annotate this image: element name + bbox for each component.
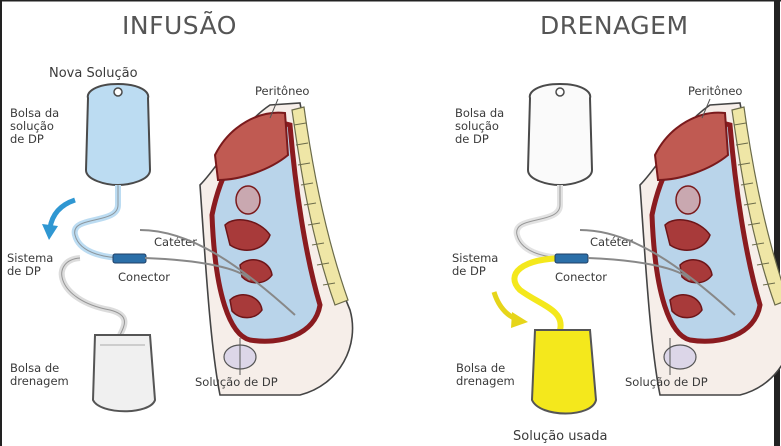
drainage-bag-full-icon (532, 330, 596, 414)
connector-icon (113, 254, 146, 263)
catheter-label-right: Catéter (590, 235, 633, 249)
drainage-bag-label: Bolsa de drenagem (10, 361, 69, 388)
infusion-title: INFUSÃO (122, 10, 237, 40)
dp-solution-label: Solução de DP (195, 375, 278, 389)
new-solution-label: Nova Solução (49, 66, 138, 81)
drainage-bag-label-right: Bolsa de drenagem (456, 361, 515, 388)
used-solution-label: Solução usada (513, 429, 607, 444)
connector-label-right: Conector (555, 270, 607, 284)
connector-icon-right (555, 254, 588, 263)
peritoneum-label-right: Peritôneo (688, 84, 742, 98)
infusion-panel: INFUSÃO Nova Solução Bolsa da solução de… (7, 10, 353, 411)
solution-bag-label-right: Bolsa da solução de DP (455, 106, 508, 146)
infusion-arrow-icon (50, 200, 75, 228)
system-label-line2: de DP (7, 264, 41, 278)
solution-bag-icon (86, 84, 150, 185)
peritoneum-label: Peritôneo (255, 84, 309, 98)
drainage-title: DRENAGEM (540, 11, 689, 40)
solution-bag-label: Bolsa da solução de DP (10, 106, 63, 146)
system-label-right-line1: Sistema (452, 251, 498, 265)
drainage-panel: DRENAGEM Bolsa da solução de DP Sistema … (452, 11, 781, 444)
drainage-arrowhead-icon (511, 312, 528, 328)
body-cross-section-icon-right (580, 103, 781, 395)
connector-label: Conector (118, 270, 170, 284)
system-label-right-line2: de DP (452, 264, 486, 278)
body-cross-section-icon (140, 103, 353, 395)
infusion-arrowhead-icon (42, 224, 58, 240)
solution-bag-empty-icon (528, 84, 592, 185)
dp-solution-label-right: Solução de DP (625, 375, 708, 389)
drainage-bag-icon (93, 335, 155, 411)
system-label-line1: Sistema (7, 251, 53, 265)
